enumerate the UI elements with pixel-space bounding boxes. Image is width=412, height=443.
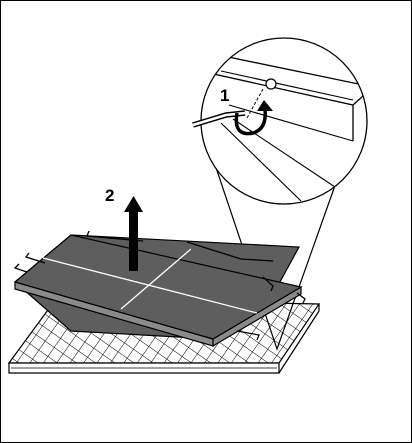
step-number-1: 1 (220, 86, 230, 105)
grease-panel (13, 230, 306, 348)
lift-up-arrow-icon (124, 196, 143, 271)
detail-magnifier (200, 37, 368, 205)
step-number-2: 2 (105, 186, 115, 205)
rotate-clockwise-icon (234, 100, 273, 136)
allen-key-icon (192, 110, 246, 128)
